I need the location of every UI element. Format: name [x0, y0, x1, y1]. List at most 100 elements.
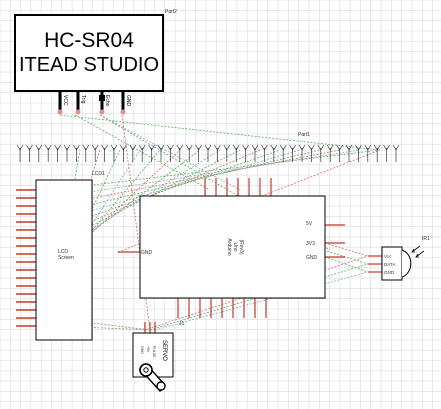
sensor-title-line2: ITEAD STUDIO [19, 54, 159, 76]
ir-dome [401, 249, 412, 278]
wire[interactable] [51, 149, 261, 239]
header-pin[interactable] [54, 144, 61, 162]
wire[interactable] [154, 271, 369, 331]
lcd-part-label: LCD1 [92, 171, 105, 177]
lcd-title-line1: LCD [58, 249, 68, 255]
pin-connector[interactable] [57, 109, 63, 115]
wire[interactable] [51, 325, 156, 331]
wire[interactable] [99, 114, 241, 191]
wire[interactable] [59, 114, 381, 151]
header-pin[interactable] [26, 144, 33, 162]
sensor-pin-label: Trig [80, 95, 86, 104]
header-pin[interactable] [392, 144, 400, 162]
header-pin[interactable] [223, 144, 231, 162]
header-pin[interactable] [91, 144, 99, 162]
header-pin[interactable] [232, 144, 240, 162]
sensor-pin[interactable]: Trig [75, 91, 87, 115]
arduino-title-line1: Arduino [226, 238, 232, 255]
wire[interactable] [324, 256, 369, 273]
servo-horn-icon [138, 363, 166, 393]
header-pin[interactable] [101, 144, 108, 162]
wire[interactable] [51, 317, 151, 331]
header-pin[interactable] [373, 144, 381, 162]
ir-pin-vcc: Vcc [384, 254, 392, 259]
header-pin[interactable] [242, 144, 249, 162]
header-pin[interactable] [355, 144, 362, 162]
wire[interactable] [324, 242, 369, 257]
arduino-body[interactable] [139, 195, 326, 299]
wire[interactable] [51, 149, 301, 223]
header-pin[interactable] [279, 144, 287, 162]
header-pin[interactable] [364, 144, 372, 162]
header-pin[interactable] [185, 144, 193, 162]
ir-receiver-part[interactable]: IR1 Vcc DATA GND [368, 236, 430, 281]
wire[interactable] [51, 149, 141, 287]
header-pin[interactable] [261, 144, 268, 162]
pin-header-row[interactable]: Part1 [16, 132, 400, 162]
header-pin[interactable] [129, 144, 137, 162]
servo-pin-pulse: PULSE [152, 346, 156, 358]
header-pin[interactable] [157, 144, 165, 162]
wire[interactable] [51, 149, 201, 263]
lcd-body[interactable] [35, 179, 93, 341]
sensor-pin[interactable]: GND [120, 91, 132, 115]
ir-part-label: IR1 [422, 236, 430, 242]
header-pin[interactable] [326, 144, 334, 162]
header-pin[interactable] [251, 144, 259, 162]
header-pin[interactable] [204, 144, 212, 162]
wire[interactable] [51, 149, 381, 191]
header-pin[interactable] [120, 144, 127, 162]
arduino-right-pin-2: 3V3 [306, 241, 315, 247]
sensor-body[interactable] [14, 14, 164, 92]
ir-pin-data: DATA [384, 262, 395, 267]
wire[interactable] [51, 149, 321, 215]
arduino-left-pin-label: GND [141, 250, 153, 256]
header-pin[interactable] [270, 144, 278, 162]
servo-pin-gnd: GND [140, 346, 144, 354]
header-part-label: Part1 [298, 132, 310, 138]
header-pin[interactable] [317, 144, 325, 162]
wire[interactable] [121, 114, 151, 331]
header-pin[interactable] [35, 144, 43, 162]
header-pin[interactable] [214, 144, 221, 162]
wire[interactable] [51, 149, 361, 199]
header-pin[interactable] [110, 144, 118, 162]
sensor-pin-label: Echo [104, 95, 110, 107]
header-pin[interactable] [82, 144, 90, 162]
header-pin[interactable] [308, 144, 315, 162]
arduino-uno-part[interactable]: GND Arduino Uno (Rev3) 5V 3V3 GND [118, 178, 345, 318]
header-pin[interactable] [148, 144, 155, 162]
header-pin[interactable] [16, 144, 24, 162]
pin-connector[interactable] [120, 109, 126, 115]
ir-light-arrows-icon [411, 245, 425, 258]
echo-switch-icon [99, 95, 105, 101]
sensor-pin[interactable]: Echo [99, 91, 111, 115]
header-pin[interactable] [176, 144, 184, 162]
header-pin[interactable] [336, 144, 343, 162]
header-pin[interactable] [345, 144, 353, 162]
header-pin[interactable] [63, 144, 71, 162]
sensor-pin-label: VCC [62, 95, 68, 106]
lcd-screen-part[interactable]: LCD1 LCD Screen [16, 171, 105, 341]
servo-body-label: SERVO [161, 340, 167, 361]
servo-pin-5v: +5V [146, 346, 150, 353]
sensor-pin[interactable]: VCC [57, 91, 69, 115]
servo-part-label: J1 [179, 321, 185, 327]
header-pin[interactable] [138, 144, 146, 162]
servo-part[interactable]: J1 GND +5V PULSE SERVO [132, 321, 185, 393]
header-pin[interactable] [44, 144, 52, 162]
header-pin[interactable] [383, 144, 390, 162]
header-pin[interactable] [195, 144, 202, 162]
header-pin[interactable] [167, 144, 174, 162]
header-pin[interactable] [73, 144, 80, 162]
pin-connector[interactable] [75, 109, 81, 115]
pin-connector[interactable] [99, 109, 105, 115]
ir-pin-gnd: GND [384, 270, 395, 275]
header-pin[interactable] [298, 144, 306, 162]
header-pin[interactable] [289, 144, 296, 162]
sensor-pin-label: GND [125, 95, 131, 107]
lcd-title-line2: Screen [58, 255, 74, 261]
